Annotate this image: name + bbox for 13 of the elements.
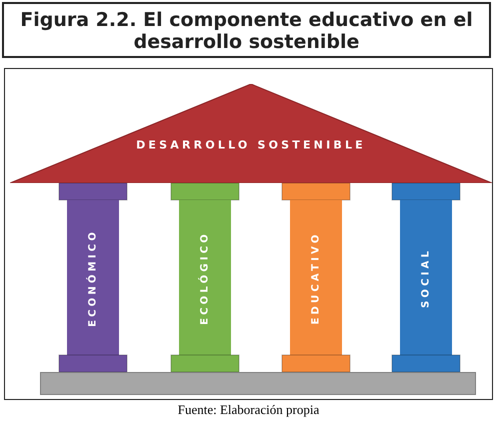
base-platform [40,372,476,395]
pillar-label: EDUCATIVO [310,231,322,324]
pillar [389,183,463,372]
pillar [56,183,130,372]
roof-label: DESARROLLO SOSTENIBLE [136,138,366,152]
pillar [279,183,353,372]
roof-triangle [10,84,492,183]
pillar-label: ECONÓMICO [88,228,98,326]
caption: Fuente: Elaboración propia [176,402,320,418]
pillar-label: SOCIAL [420,247,432,308]
figure-title: Figura 2.2. El componente educativo en el desarrollo sostenible [2,2,491,58]
pillar [168,183,242,372]
pillar-label: ECOLÓGICO [200,230,210,324]
